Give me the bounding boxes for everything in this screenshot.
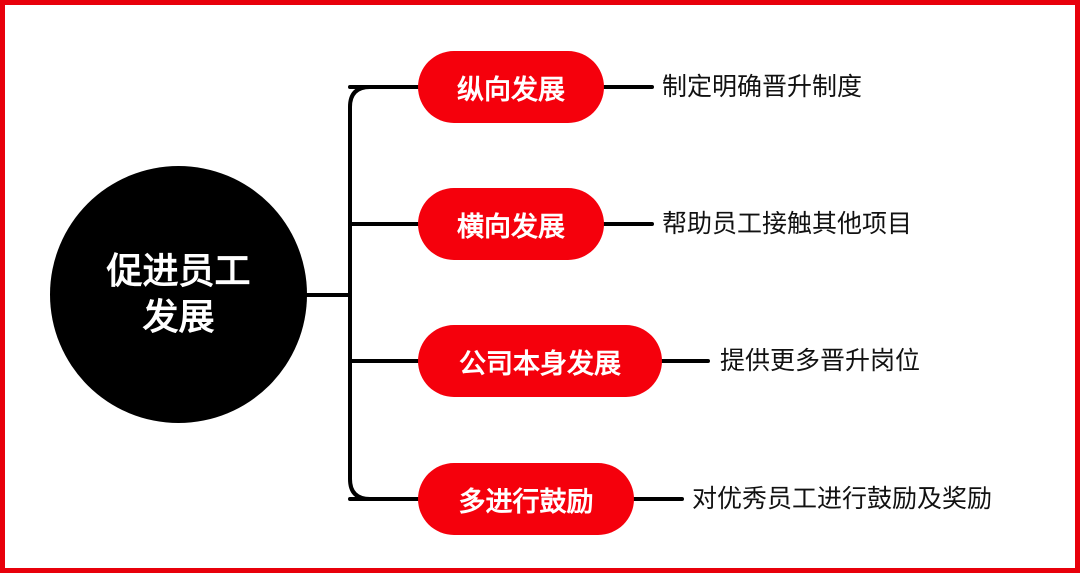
root-node: 促进员工 发展 xyxy=(50,166,307,423)
detail-text-4: 对优秀员工进行鼓励及奖励 xyxy=(692,484,993,513)
branch-node-1: 纵向发展 xyxy=(418,51,604,123)
branch-node-2: 横向发展 xyxy=(418,188,604,260)
detail-text-1: 制定明确晋升制度 xyxy=(662,72,863,101)
branch-spine xyxy=(348,85,372,501)
root-node-label-line1: 促进员工 xyxy=(106,250,251,292)
detail-text-2: 帮助员工接触其他项目 xyxy=(662,209,913,238)
branch-node-4: 多进行鼓励 xyxy=(418,463,634,535)
root-node-label-line2: 发展 xyxy=(142,296,215,338)
branch-node-3: 公司本身发展 xyxy=(418,325,662,397)
detail-text-3: 提供更多晋升岗位 xyxy=(720,346,921,375)
